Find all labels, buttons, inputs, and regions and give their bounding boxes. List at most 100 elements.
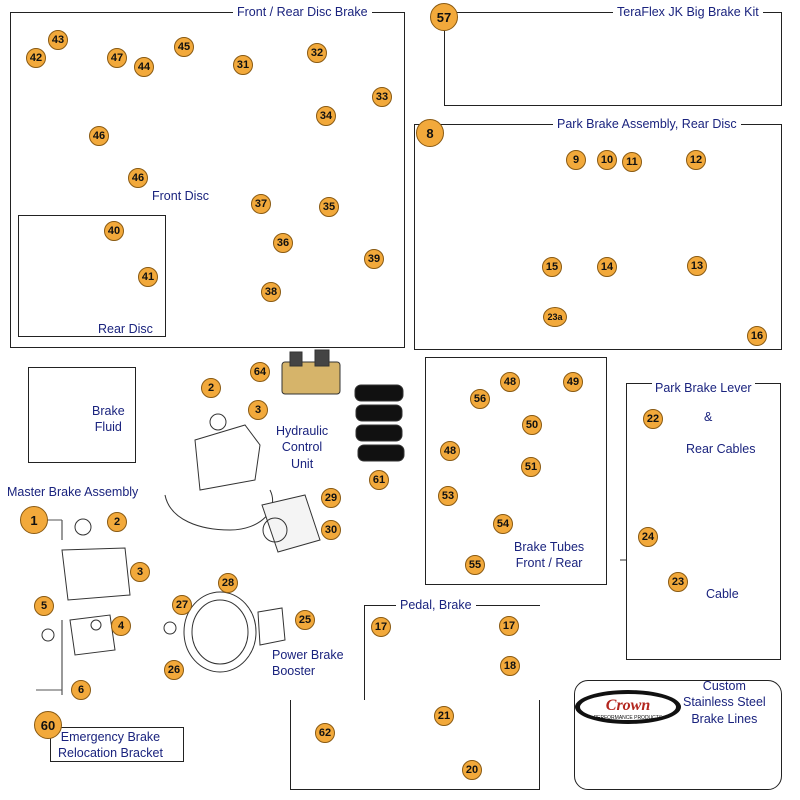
part-badge-1[interactable]: 1: [20, 506, 48, 534]
part-badge-57[interactable]: 57: [430, 3, 458, 31]
park-lever-amp: &: [704, 410, 713, 424]
crown-logo: Crown PERFORMANCE PRODUCTS: [573, 688, 683, 726]
brake-fluid-panel: [28, 367, 136, 463]
part-badge-49[interactable]: 49: [563, 372, 583, 392]
part-badge-9[interactable]: 9: [566, 150, 586, 170]
emergency-line1: Emergency Brake: [60, 730, 161, 744]
hydraulic-line3: Unit: [290, 456, 314, 471]
part-badge-12[interactable]: 12: [686, 150, 706, 170]
part-badge-33[interactable]: 33: [372, 87, 392, 107]
pedal-title: Pedal, Brake: [396, 598, 476, 612]
part-badge-47[interactable]: 47: [107, 48, 127, 68]
part-badge-36[interactable]: 36: [273, 233, 293, 253]
park-lever-rear-cables: Rear Cables: [686, 442, 756, 456]
part-badge-48-lower[interactable]: 48: [440, 441, 460, 461]
part-badge-3-master[interactable]: 3: [130, 562, 150, 582]
caliper-cover-drawings: [355, 385, 404, 461]
part-badge-35[interactable]: 35: [319, 197, 339, 217]
part-badge-13[interactable]: 13: [687, 256, 707, 276]
master-cylinder-drawing: [42, 519, 130, 695]
part-badge-54[interactable]: 54: [493, 514, 513, 534]
park-lever-panel: [626, 383, 781, 660]
part-badge-31[interactable]: 31: [233, 55, 253, 75]
part-badge-6[interactable]: 6: [71, 680, 91, 700]
part-badge-5[interactable]: 5: [34, 596, 54, 616]
part-badge-17-right[interactable]: 17: [499, 616, 519, 636]
part-badge-62[interactable]: 62: [315, 723, 335, 743]
brake-tubes-line2: Front / Rear: [515, 556, 583, 571]
part-badge-21[interactable]: 21: [434, 706, 454, 726]
part-badge-61[interactable]: 61: [369, 470, 389, 490]
emergency-line2: Relocation Bracket: [58, 746, 163, 761]
power-booster-line2: Booster: [272, 664, 316, 679]
part-badge-39[interactable]: 39: [364, 249, 384, 269]
custom-lines-line1: Custom: [702, 679, 746, 693]
custom-lines-line3: Brake Lines: [691, 711, 758, 726]
big-brake-panel: TeraFlex JK Big Brake Kit: [444, 5, 782, 106]
disc-brake-title: Front / Rear Disc Brake: [233, 5, 372, 19]
part-badge-50[interactable]: 50: [522, 415, 542, 435]
part-badge-29[interactable]: 29: [321, 488, 341, 508]
part-badge-4[interactable]: 4: [111, 616, 131, 636]
part-badge-53[interactable]: 53: [438, 486, 458, 506]
part-badge-44[interactable]: 44: [134, 57, 154, 77]
part-badge-25[interactable]: 25: [295, 610, 315, 630]
custom-lines-label: Custom Stainless Steel Brake Lines: [683, 678, 766, 727]
part-badge-18[interactable]: 18: [500, 656, 520, 676]
part-badge-3-hydraulic[interactable]: 3: [248, 400, 268, 420]
master-brake-title: Master Brake Assembly: [7, 485, 139, 499]
part-badge-15[interactable]: 15: [542, 257, 562, 277]
part-badge-37[interactable]: 37: [251, 194, 271, 214]
part-badge-46-upper[interactable]: 46: [89, 126, 109, 146]
part-badge-55[interactable]: 55: [465, 555, 485, 575]
part-badge-38[interactable]: 38: [261, 282, 281, 302]
part-badge-11[interactable]: 11: [622, 152, 642, 172]
power-booster-label: Power Brake Booster: [272, 647, 344, 680]
part-badge-27[interactable]: 27: [172, 595, 192, 615]
part-badge-20[interactable]: 20: [462, 760, 482, 780]
part-badge-42[interactable]: 42: [26, 48, 46, 68]
part-badge-32[interactable]: 32: [307, 43, 327, 63]
part-badge-14[interactable]: 14: [597, 257, 617, 277]
brake-tubes-panel: [425, 357, 607, 585]
hydraulic-line2: Control: [281, 440, 323, 455]
part-badge-22[interactable]: 22: [643, 409, 663, 429]
part-badge-51[interactable]: 51: [521, 457, 541, 477]
part-badge-43[interactable]: 43: [48, 30, 68, 50]
hydraulic-line1: Hydraulic: [276, 424, 329, 438]
part-badge-26[interactable]: 26: [164, 660, 184, 680]
part-badge-34[interactable]: 34: [316, 106, 336, 126]
part-badge-8[interactable]: 8: [416, 119, 444, 147]
pedal-panel-lower: [290, 700, 540, 790]
part-badge-2-master[interactable]: 2: [107, 512, 127, 532]
power-booster-line1: Power Brake: [272, 648, 344, 662]
part-badge-17-left[interactable]: 17: [371, 617, 391, 637]
part-badge-64[interactable]: 64: [250, 362, 270, 382]
rear-disc-label: Rear Disc: [98, 322, 153, 336]
part-badge-24[interactable]: 24: [638, 527, 658, 547]
part-badge-23a[interactable]: 23a: [543, 307, 567, 327]
svg-text:PERFORMANCE PRODUCTS: PERFORMANCE PRODUCTS: [594, 715, 663, 721]
part-badge-10[interactable]: 10: [597, 150, 617, 170]
big-brake-title: TeraFlex JK Big Brake Kit: [613, 5, 763, 19]
reservoir-drawing: [165, 414, 273, 530]
part-badge-45[interactable]: 45: [174, 37, 194, 57]
part-badge-2-hydraulic[interactable]: 2: [201, 378, 221, 398]
front-disc-label: Front Disc: [152, 189, 209, 203]
part-badge-28[interactable]: 28: [218, 573, 238, 593]
park-brake-title: Park Brake Assembly, Rear Disc: [553, 117, 741, 131]
part-badge-56[interactable]: 56: [470, 389, 490, 409]
brake-fluid-line1: Brake: [92, 404, 125, 418]
part-badge-40[interactable]: 40: [104, 221, 124, 241]
part-badge-60[interactable]: 60: [34, 711, 62, 739]
emergency-label: Emergency Brake Relocation Bracket: [58, 729, 163, 762]
part-badge-41[interactable]: 41: [138, 267, 158, 287]
brake-fluid-label: Brake Fluid: [92, 403, 125, 436]
part-badge-46-lower[interactable]: 46: [128, 168, 148, 188]
brake-tubes-label: Brake Tubes Front / Rear: [514, 539, 584, 572]
part-badge-48-upper[interactable]: 48: [500, 372, 520, 392]
part-badge-30[interactable]: 30: [321, 520, 341, 540]
proportioning-block-drawing: [282, 350, 340, 394]
part-badge-23[interactable]: 23: [668, 572, 688, 592]
part-badge-16[interactable]: 16: [747, 326, 767, 346]
